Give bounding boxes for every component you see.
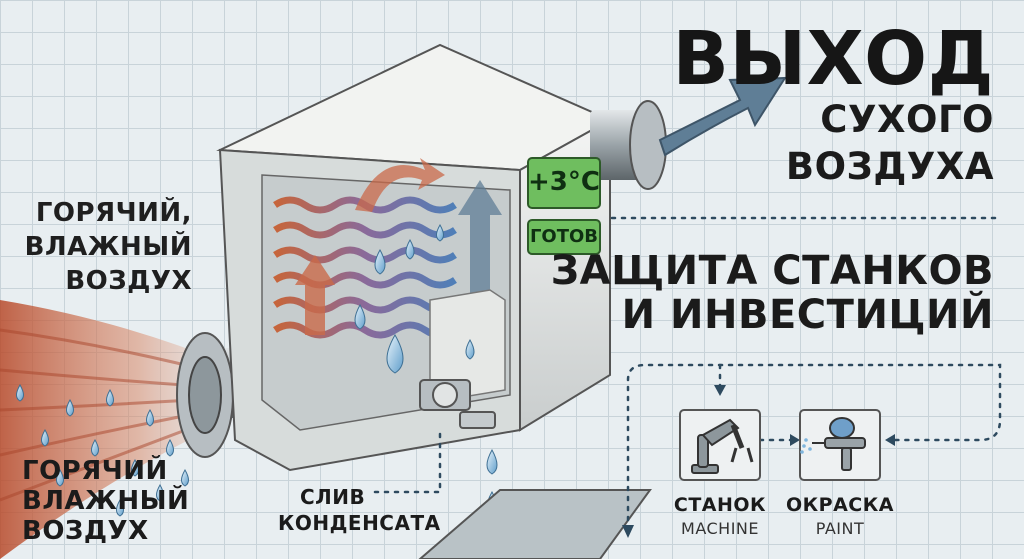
connector-arrowheads — [622, 385, 895, 538]
inlet-label-top-line-1: ГОРЯЧИЙ, — [35, 198, 192, 228]
drain-label-line-1: СЛИВ — [300, 485, 366, 509]
hot-air-arrow-up — [295, 255, 335, 335]
protection-line-2: И ИНВЕСТИЦИЙ — [621, 292, 994, 338]
drain-label-line-2: КОНДЕНСАТА — [278, 511, 441, 535]
box-top — [216, 43, 613, 172]
cold-air-arrow-up — [458, 180, 502, 330]
inlet-label-bottom-line-3: ВОЗДУХ — [22, 516, 149, 546]
title-line-1: ВЫХОД — [672, 16, 994, 102]
temperature-display — [527, 157, 601, 209]
hot-air-arrow-over — [355, 158, 445, 212]
robot-arm-icon — [691, 418, 754, 474]
station-paint-name: ОКРАСКА — [786, 494, 894, 516]
title-line-2: СУХОГО — [820, 98, 994, 141]
temperature-readout: +3°C — [528, 167, 600, 197]
airstream-drops — [16, 384, 189, 517]
dry-air-arrow — [658, 76, 787, 157]
inlet-label-bottom-line-1: ГОРЯЧИЙ — [22, 456, 168, 486]
title-line-3: ВОЗДУХА — [785, 145, 994, 188]
condensate-drops — [354, 224, 475, 374]
condensate-tray — [418, 489, 652, 559]
protection-line-1: ЗАЩИТА СТАНКОВ — [550, 248, 994, 294]
station-machine-sub: MACHINE — [681, 519, 759, 538]
station-machine-name: СТАНОК — [673, 494, 767, 516]
inlet-label-top-line-2: ВЛАЖНЫЙ — [24, 232, 192, 262]
inlet-label-top-line-3: ВОЗДУХ — [65, 266, 192, 296]
status-display — [527, 219, 601, 255]
status-readout: ГОТОВ — [529, 226, 599, 247]
inlet-label-bottom-line-2: ВЛАЖНЫЙ — [22, 486, 190, 516]
outlet-flange — [629, 100, 667, 190]
spray-gun-icon — [800, 417, 866, 471]
station-paint-sub: PAINT — [815, 519, 865, 538]
